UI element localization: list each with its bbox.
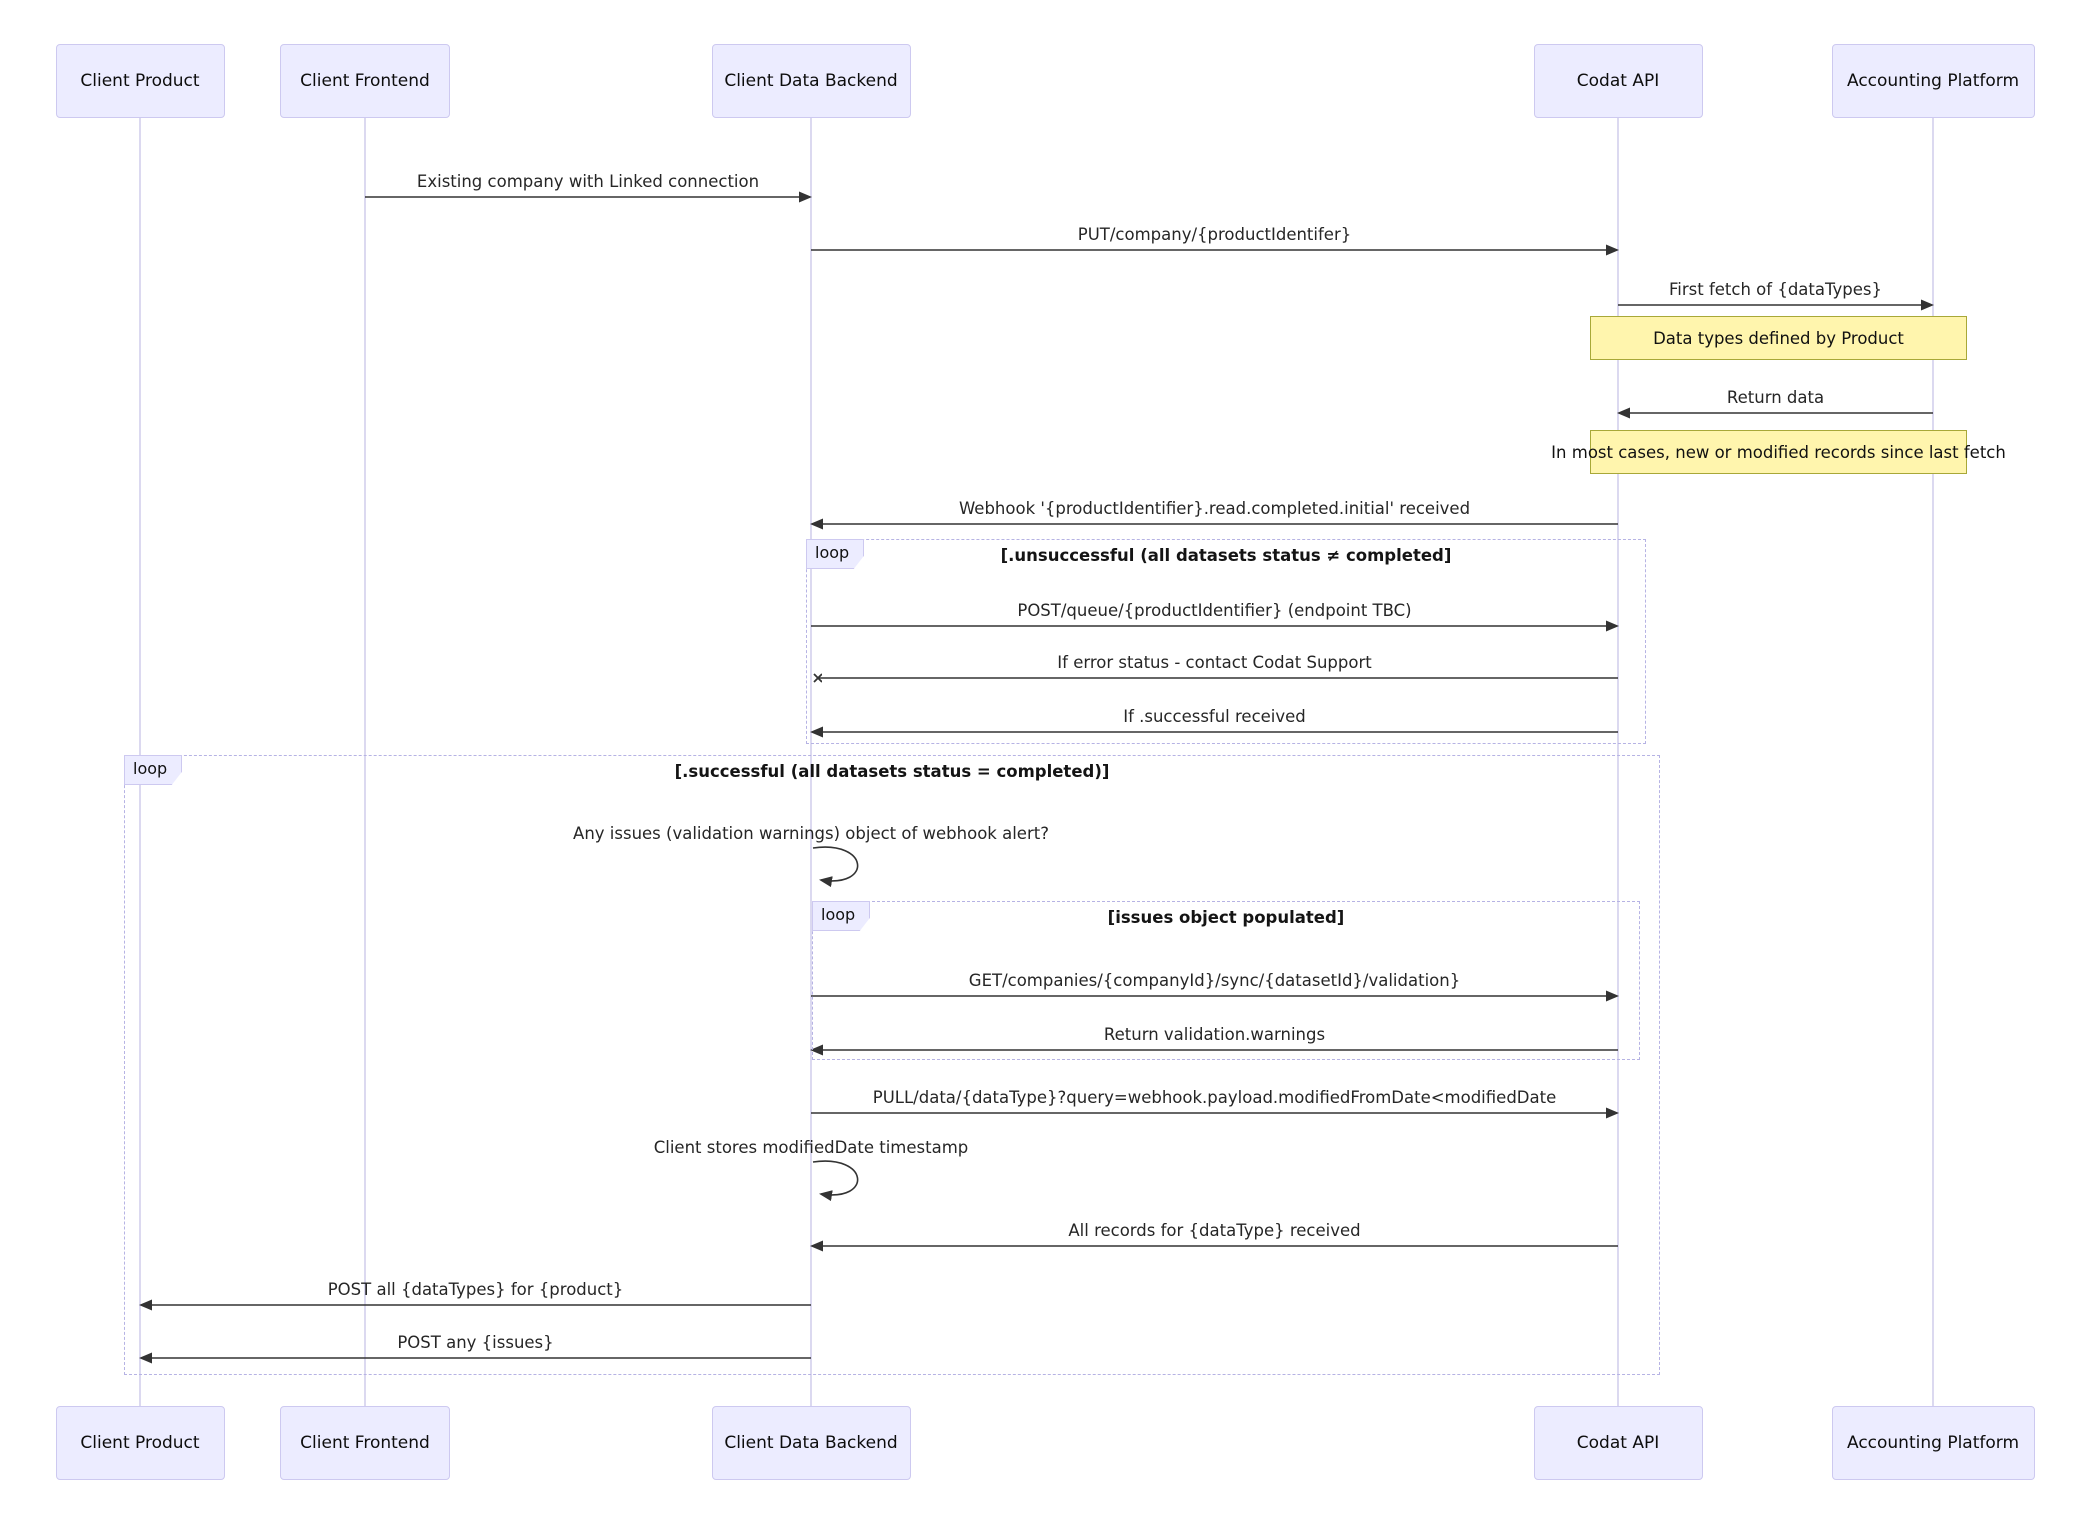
self-message-arc-8 bbox=[812, 846, 859, 888]
self-message-arc-12 bbox=[812, 1160, 859, 1202]
